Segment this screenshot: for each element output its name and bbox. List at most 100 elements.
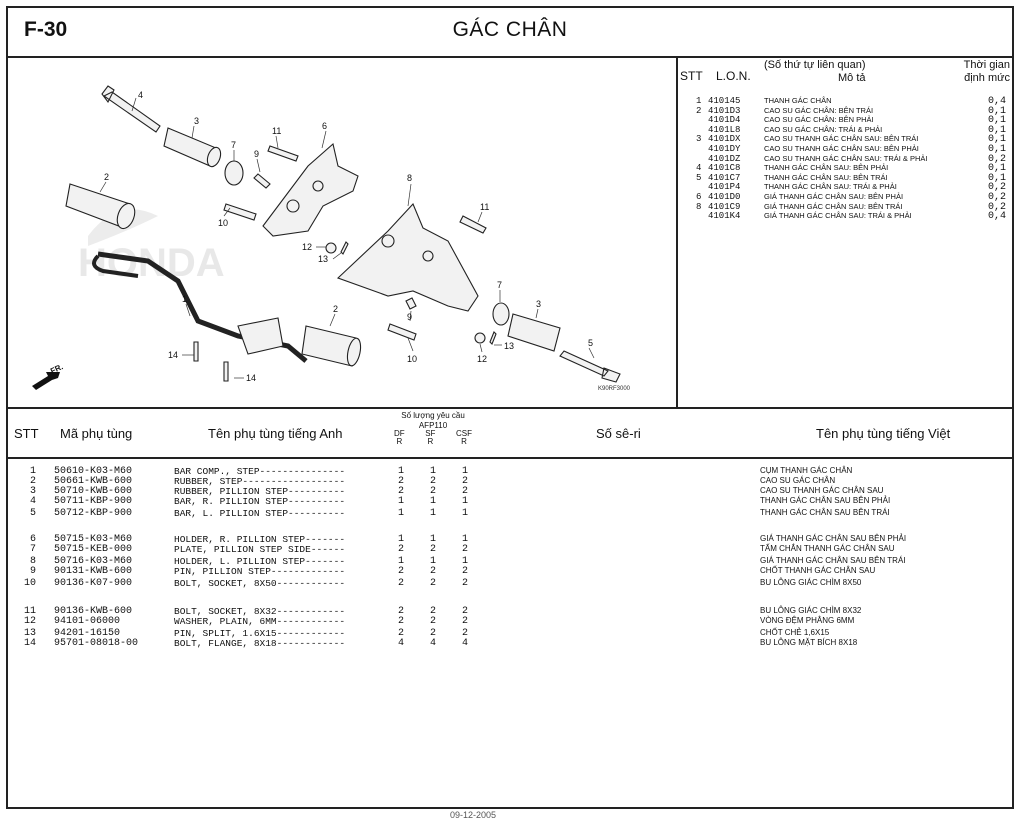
lon-row-time: 0,1 (988, 134, 1007, 146)
front-arrow-icon: FR. (32, 362, 65, 390)
lon-row-desc: THANH GÁC CHÂN SAU: BÊN TRÁI (764, 172, 888, 182)
cell-part-no: 50711-KBP-900 (54, 496, 133, 507)
lon-row-code: 4101DZ (708, 153, 741, 164)
lon-row-desc: CAO SU GÁC CHÂN: BÊN TRÁI (764, 105, 874, 115)
page-header: F-30 GÁC CHÂN (8, 8, 1012, 58)
cell-name-vi: CỤM THANH GÁC CHÂN (760, 466, 853, 475)
lon-row-desc: GIÁ THANH GÁC CHÂN SAU: BÊN PHẢI (764, 192, 904, 201)
th-qty-model: AFP110 (418, 421, 448, 430)
cell-stt: 5 (29, 508, 36, 519)
part-5-bar (559, 350, 621, 383)
cell-qty-sf: 2 (429, 628, 436, 639)
cell-stt: 4 (29, 496, 36, 507)
lon-row-stt: 2 (696, 105, 702, 116)
footer-date: 09-12-2005 (450, 810, 497, 820)
callout-13: 13 (318, 254, 328, 264)
cell-stt: 9 (29, 566, 36, 577)
cell-part-no: 90136-KWB-600 (54, 606, 133, 617)
callout-12b: 12 (477, 354, 487, 364)
cell-qty-df: 1 (397, 496, 404, 507)
diagram-callouts: 4 3 7 9 11 6 2 10 8 11 12 13 1 2 7 3 9 1… (104, 90, 593, 383)
cell-qty-sf: 1 (429, 534, 436, 545)
cell-name-vi: BU LÔNG MẶT BÍCH 8X18 (760, 638, 858, 647)
callout-9: 9 (254, 149, 259, 159)
lon-row-desc: GIÁ THANH GÁC CHÂN SAU: TRÁI & PHẢI (764, 211, 912, 221)
th-serial: Số sê-ri (596, 426, 641, 441)
lon-row-code: 4101D4 (708, 115, 741, 126)
lon-row-desc: THANH GÁC CHÂN (764, 96, 832, 105)
cell-qty-df: 1 (397, 508, 404, 519)
cell-qty-df: 2 (397, 544, 404, 555)
cell-name-vi: GIÁ THANH GÁC CHÂN SAU BÊN PHẢI (760, 534, 907, 543)
cell-qty-sf: 1 (429, 556, 436, 567)
callout-2b: 2 (333, 304, 338, 314)
lon-row-code: 4101K4 (708, 211, 741, 222)
cell-name-vi: GIÁ THANH GÁC CHÂN SAU BÊN TRÁI (760, 556, 906, 565)
cell-name-vi: CAO SU GÁC CHÂN (760, 476, 836, 485)
part-6-holder-right (262, 142, 359, 237)
cell-name-vi: THANH GÁC CHÂN SAU BÊN PHẢI (760, 496, 891, 505)
cell-stt: 12 (23, 616, 36, 627)
cell-stt: 1 (29, 466, 36, 477)
th-stt: STT (14, 426, 39, 441)
callout-8: 8 (407, 173, 412, 183)
lon-row-stt: 8 (696, 201, 702, 212)
lon-col-desc-line1: (Số thứ tự liên quan) (764, 59, 866, 71)
cell-qty-sf: 1 (429, 508, 436, 519)
callout-7b: 7 (497, 280, 502, 290)
part-13-pin-top (340, 241, 349, 255)
parts-table-header: STT Mã phụ tùng Tên phụ tùng tiếng Anh S… (8, 409, 1012, 459)
callout-9b: 9 (407, 312, 412, 322)
part-3-rubber-lower (507, 313, 561, 352)
cell-qty-csf: 2 (461, 486, 468, 497)
cell-stt: 11 (23, 606, 36, 617)
cell-name-vi: TẤM CHẮN THANH GÁC CHÂN SAU (760, 544, 895, 553)
lon-panel: STT L.O.N. (Số thứ tự liên quan) Mô tả T… (678, 56, 1012, 408)
lon-row-code: 4101P4 (708, 182, 741, 193)
cell-stt: 10 (23, 578, 36, 589)
lon-row-code: 4101C9 (708, 201, 741, 212)
lon-col-lon: L.O.N. (716, 69, 751, 83)
lon-row-time: 0,2 (988, 192, 1007, 203)
cell-name-en: BAR, L. PILLION STEP---------- (174, 508, 346, 519)
cell-part-no: 50712-KBP-900 (54, 508, 133, 519)
cell-name-en: BOLT, SOCKET, 8X32------------ (174, 606, 346, 617)
cell-qty-sf: 2 (429, 578, 436, 589)
callout-13b: 13 (504, 341, 514, 351)
callout-10b: 10 (407, 354, 417, 364)
cell-qty-csf: 1 (461, 496, 468, 507)
page-code: F-30 (24, 18, 68, 41)
cell-part-no: 90136-K07-900 (54, 578, 133, 589)
cell-qty-df: 1 (397, 534, 404, 545)
cell-stt: 6 (29, 534, 36, 545)
part-10-bolt-lower (387, 323, 417, 341)
lon-row-time: 0,4 (988, 96, 1007, 107)
lon-row-time: 0,1 (988, 105, 1007, 117)
cell-name-vi: CAO SU THANH GÁC CHÂN SAU (760, 486, 884, 495)
cell-name-vi: VÒNG ĐỆM PHẲNG 6MM (760, 616, 855, 625)
part-8-holder-left (336, 202, 479, 312)
cell-name-en: PLATE, PILLION STEP SIDE------ (174, 544, 346, 555)
cell-name-vi: CHỐT CHẺ 1,6X15 (760, 628, 830, 637)
part-10-bolt-top (223, 203, 257, 221)
callout-7: 7 (231, 140, 236, 150)
cell-qty-csf: 1 (461, 534, 468, 545)
cell-stt: 14 (23, 638, 36, 649)
cell-stt: 8 (29, 556, 36, 567)
cell-name-en: RUBBER, PILLION STEP---------- (174, 486, 346, 497)
lon-row-desc: THANH GÁC CHÂN SAU: BÊN PHẢI (764, 163, 889, 173)
callout-11b: 11 (480, 202, 489, 212)
part-1-step-bar (97, 251, 308, 363)
cell-name-en: HOLDER, L. PILLION STEP------- (174, 556, 346, 567)
cell-stt: 7 (29, 544, 36, 555)
th-part-no: Mã phụ tùng (60, 426, 133, 441)
cell-qty-sf: 1 (429, 466, 436, 477)
cell-name-vi: BU LÔNG GIÁC CHÌM 8X32 (760, 606, 862, 615)
cell-qty-sf: 2 (429, 566, 436, 577)
cell-qty-sf: 2 (429, 606, 436, 617)
cell-qty-csf: 1 (461, 466, 468, 477)
th-name-vi: Tên phụ tùng tiếng Việt (816, 426, 951, 441)
cell-qty-csf: 1 (461, 508, 468, 519)
